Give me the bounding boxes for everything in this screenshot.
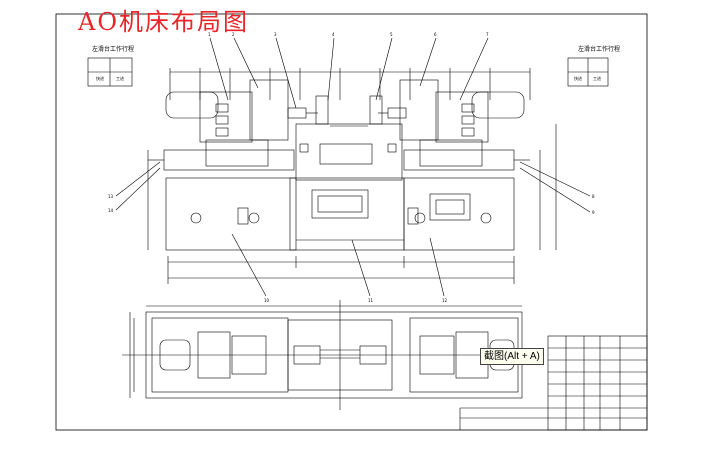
- mini-table-left-label-1: 快进: [96, 76, 104, 81]
- sheet-frame: [55, 13, 648, 431]
- part-number-9: 9: [592, 210, 595, 215]
- part-number-5: 5: [390, 32, 393, 37]
- part-number-3: 3: [274, 32, 277, 37]
- mini-table-right-label-2: 工进: [593, 76, 601, 81]
- mini-table-left-label-2: 工进: [116, 76, 124, 81]
- mini-table-right-label-1: 快进: [574, 76, 582, 81]
- title-block: [459, 335, 648, 431]
- part-number-7: 7: [486, 32, 489, 37]
- part-number-8: 8: [592, 194, 595, 199]
- left-head-label: 左滑台工作行程: [92, 46, 135, 53]
- part-number-13: 13: [108, 194, 114, 199]
- part-number-12: 12: [442, 298, 448, 303]
- screenshot-tooltip: 截图(Alt + A): [480, 348, 544, 365]
- front-view: [87, 37, 609, 297]
- part-number-10: 10: [264, 298, 270, 303]
- part-number-14: 14: [108, 208, 114, 213]
- part-number-6: 6: [434, 32, 437, 37]
- part-number-4: 4: [332, 32, 335, 37]
- part-number-2: 2: [232, 32, 235, 37]
- part-number-1: 1: [208, 32, 211, 37]
- right-head-label: 左滑台工作行程: [578, 46, 621, 53]
- top-view: [122, 300, 530, 410]
- drawing-title: AO机床布局图: [78, 8, 250, 36]
- part-number-11: 11: [368, 298, 374, 303]
